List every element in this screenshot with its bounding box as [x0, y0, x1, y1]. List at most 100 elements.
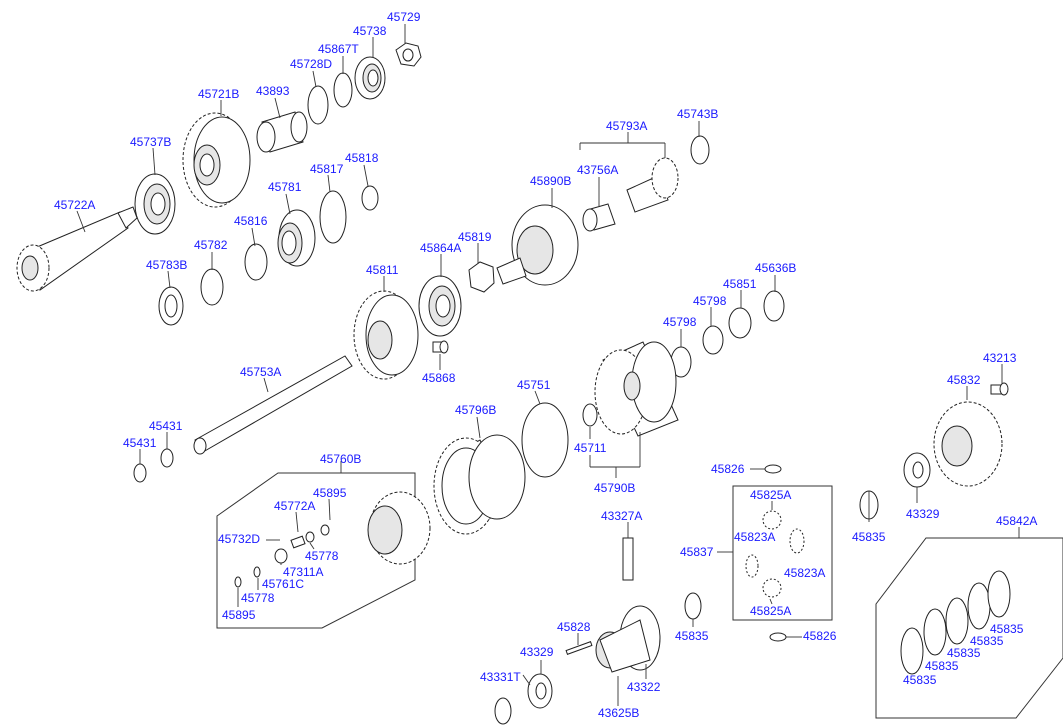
- part-label: 45842A: [996, 514, 1037, 528]
- shim-set-frame-45842A: [875, 537, 1063, 719]
- part-label: 45851: [723, 277, 757, 291]
- carrier-45760B: [367, 491, 431, 565]
- part-label: 45431: [149, 419, 183, 433]
- part-label: 45782: [194, 238, 228, 252]
- part-label: 45895: [313, 486, 347, 500]
- part-label: 45826: [803, 629, 837, 643]
- shim-45867T: [333, 72, 353, 108]
- pin-45828: [565, 641, 593, 655]
- part-label: 45823A: [784, 566, 825, 580]
- gear-45721B: [182, 112, 251, 208]
- washer-45783B: [158, 286, 184, 326]
- part-label: 45816: [234, 214, 268, 228]
- ring-45743B: [690, 135, 710, 165]
- part-label: 45825A: [750, 488, 791, 502]
- part-label: 45790B: [594, 481, 635, 495]
- part-label: 45835: [990, 622, 1024, 636]
- part-label: 45781: [268, 180, 302, 194]
- part-label: 45798: [693, 294, 727, 308]
- part-label: 45743B: [677, 107, 718, 121]
- nut-45819: [468, 261, 495, 293]
- shim-45835-f: [967, 582, 991, 630]
- part-label: 43625B: [598, 706, 639, 720]
- part-label: 45835: [903, 673, 937, 687]
- pinion-45823A-b: [745, 554, 759, 578]
- part-label: 45895: [222, 608, 256, 622]
- part-label: 45772A: [274, 499, 315, 513]
- part-label: 45835: [675, 629, 709, 643]
- carrier-45890B: [496, 204, 579, 286]
- nut-45729: [395, 42, 422, 67]
- part-label: 45835: [947, 646, 981, 660]
- part-label: 45778: [241, 591, 275, 605]
- pin-43327A: [622, 537, 634, 581]
- part-label: 45729: [387, 10, 421, 24]
- part-label: 45826: [711, 462, 745, 476]
- part-label: 47311A: [283, 565, 323, 579]
- bearing-43329-b: [527, 673, 553, 709]
- washer-45851: [728, 307, 752, 339]
- part-label: 45793A: [606, 119, 647, 133]
- part-label: 45711: [574, 441, 607, 455]
- part-label: 45811: [366, 263, 399, 277]
- gear-45811: [353, 290, 419, 380]
- part-label: 45867T: [318, 42, 359, 56]
- bearing-45738: [354, 56, 386, 100]
- hub-45781: [277, 209, 316, 267]
- pinion-45793A: [626, 157, 679, 213]
- part-label: 43213: [983, 351, 1017, 365]
- part-label: 45798: [663, 315, 697, 329]
- ring-43331T: [494, 697, 512, 725]
- snap-ring-45728D: [307, 85, 329, 125]
- part-label: 45732D: [218, 532, 260, 546]
- drum-45790B: [594, 341, 679, 437]
- part-label: 45778: [305, 549, 339, 563]
- part-label: 45722A: [54, 198, 95, 212]
- part-label: 45817: [310, 162, 344, 176]
- part-label: 45728D: [290, 57, 332, 71]
- shim-45835-d: [923, 608, 947, 656]
- washer-45761C: [274, 548, 288, 564]
- bush-43756A: [582, 203, 616, 232]
- part-label: 45760B: [320, 452, 361, 466]
- bolt-45868: [432, 340, 449, 354]
- bearing-45864A: [418, 275, 462, 337]
- washer-45778-b: [253, 566, 261, 578]
- part-label: 45818: [345, 151, 379, 165]
- diff-gear-frame-45837: [732, 485, 833, 621]
- shim-45835-e: [945, 597, 969, 645]
- ring-45782: [200, 268, 224, 306]
- part-label: 45753A: [240, 365, 281, 379]
- shaft-45753A: [193, 355, 353, 455]
- part-label: 45819: [458, 230, 492, 244]
- bearing-45737B: [134, 173, 176, 235]
- ring-45431-b: [133, 463, 147, 483]
- ring-45817: [319, 190, 347, 244]
- snap-ring-45751: [521, 402, 569, 478]
- pinion-45823A-a: [789, 528, 805, 554]
- part-label: 45721B: [198, 87, 239, 101]
- ring-45711: [582, 403, 598, 427]
- part-label: 45761C: [262, 577, 304, 591]
- shim-45835-c: [900, 627, 924, 675]
- final-gear-45832: [933, 401, 1003, 487]
- shaft-45722A: [16, 206, 138, 292]
- washer-45826-a: [764, 464, 782, 474]
- side-gear-45825A-a: [762, 510, 782, 530]
- pin-45772A: [290, 535, 306, 549]
- part-label: 45832: [947, 373, 981, 387]
- shim-45835-g: [987, 570, 1011, 618]
- bearing-43329-a: [903, 452, 931, 488]
- part-label: 45738: [353, 24, 387, 38]
- part-label: 45431: [123, 436, 157, 450]
- part-label: 45835: [970, 634, 1004, 648]
- part-label: 43329: [520, 645, 554, 659]
- bolt-43213: [990, 382, 1009, 396]
- diff-case-43322: [595, 605, 661, 673]
- part-label: 45737B: [130, 135, 171, 149]
- part-label: 43327A: [601, 509, 642, 523]
- part-label: 43331T: [480, 670, 521, 684]
- part-label: 45751: [517, 378, 551, 392]
- part-label: 45636B: [755, 261, 796, 275]
